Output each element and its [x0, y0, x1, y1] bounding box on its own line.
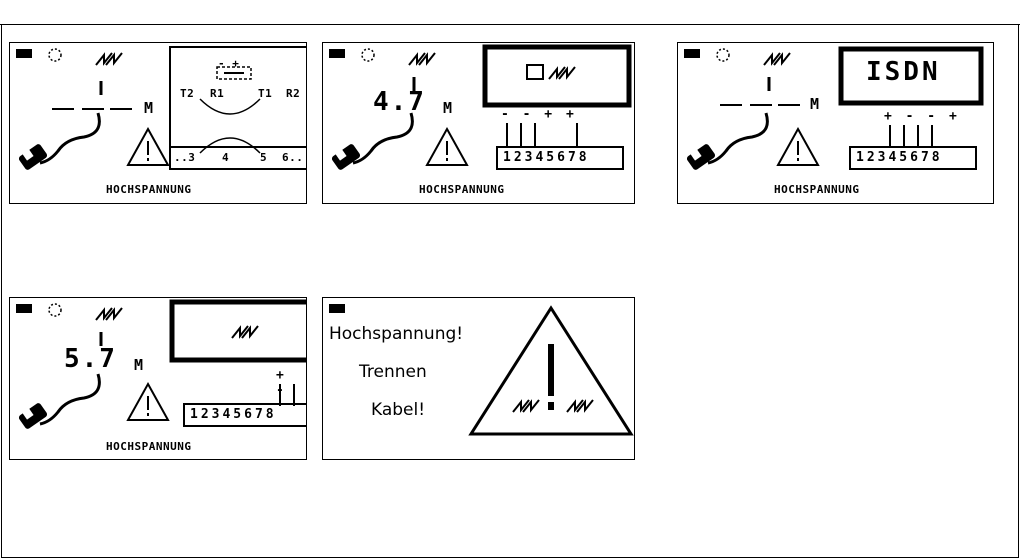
pin-label-6: 6..: [282, 151, 304, 164]
battery-icon: [684, 49, 700, 58]
lcd-screen-4: 5.7 M + - 12345678 HOCHSPANNUNG: [9, 297, 307, 460]
timer-icon: [716, 48, 730, 62]
pin-label-t1: T1: [258, 87, 273, 100]
voltage-icon: [512, 399, 540, 413]
phone-icon: [216, 66, 252, 80]
cable-connector-icon: [18, 373, 101, 429]
figure-frame: [1, 25, 1019, 558]
pin-label-r2: R2: [286, 87, 301, 100]
voltage-icon: [95, 52, 123, 66]
warning-text: HOCHSPANNUNG: [106, 440, 192, 453]
pin-label-3: ..3: [174, 151, 196, 164]
voltage-icon: [566, 399, 594, 413]
pin-polarity-marks: + - - +: [884, 109, 960, 124]
distance-value: 5.7: [64, 344, 117, 374]
pin-numbers: 12345678: [503, 150, 590, 165]
pin-label-t2: T2: [180, 87, 195, 100]
timer-icon: [48, 303, 62, 317]
warning-text: HOCHSPANNUNG: [419, 183, 505, 196]
lcd-screen-3: ISDN M + - - + 12345678 HOCHSPANNUNG: [677, 42, 994, 204]
voltage-icon: [231, 325, 259, 339]
warning-triangle-icon: [126, 381, 170, 421]
pin-polarity-marks: - - + +: [501, 107, 577, 122]
distance-unit: M: [810, 95, 820, 113]
cable-connector-icon: [18, 112, 101, 170]
warning-triangle-icon: [468, 305, 634, 436]
voltage-icon: [408, 52, 436, 66]
distance-unit: M: [443, 99, 453, 117]
warning-text: HOCHSPANNUNG: [106, 183, 192, 196]
distance-unit: M: [134, 356, 144, 374]
network-type-label: ISDN: [866, 57, 941, 87]
warning-line-1: Hochspannung!: [329, 324, 464, 344]
voltage-icon: [763, 52, 791, 66]
voltage-icon: [95, 307, 123, 321]
timer-icon: [361, 48, 375, 62]
distance-value: 4.7: [373, 87, 426, 117]
warning-triangle-icon: [126, 126, 170, 166]
warning-line-3: Kabel!: [371, 400, 426, 420]
pin-polarity-marks: + -: [276, 368, 287, 398]
warning-text: HOCHSPANNUNG: [774, 183, 860, 196]
battery-icon: [329, 304, 345, 313]
timer-icon: [48, 48, 62, 62]
pin-label-r1: R1: [210, 87, 225, 100]
distance-unit: M: [144, 99, 154, 117]
pin-numbers: 12345678: [856, 150, 943, 165]
pin-numbers: 12345678: [190, 407, 277, 422]
cable-connector-icon: [331, 112, 414, 170]
battery-icon: [16, 304, 32, 313]
warning-triangle-icon: [776, 126, 820, 166]
battery-icon: [329, 49, 345, 58]
lcd-screen-2: 4.7 M - - + + 12345678 HOCHSPANNUNG: [322, 42, 635, 204]
warning-triangle-icon: [425, 126, 469, 166]
polarity-label: - +: [218, 57, 240, 70]
lcd-screen-1: - + M T2 R1 T1 R2 ..3 4 5 6.. HOCHSPANNU…: [9, 42, 307, 204]
lan-port-icon: [526, 64, 576, 80]
lcd-screen-5: Hochspannung! Trennen Kabel!: [322, 297, 635, 460]
header-rule: [0, 0, 1020, 25]
cable-connector-icon: [686, 112, 769, 170]
warning-line-2: Trennen: [359, 362, 427, 382]
pin-label-4: 4: [222, 151, 230, 164]
battery-icon: [16, 49, 32, 58]
pin-label-5: 5: [260, 151, 268, 164]
